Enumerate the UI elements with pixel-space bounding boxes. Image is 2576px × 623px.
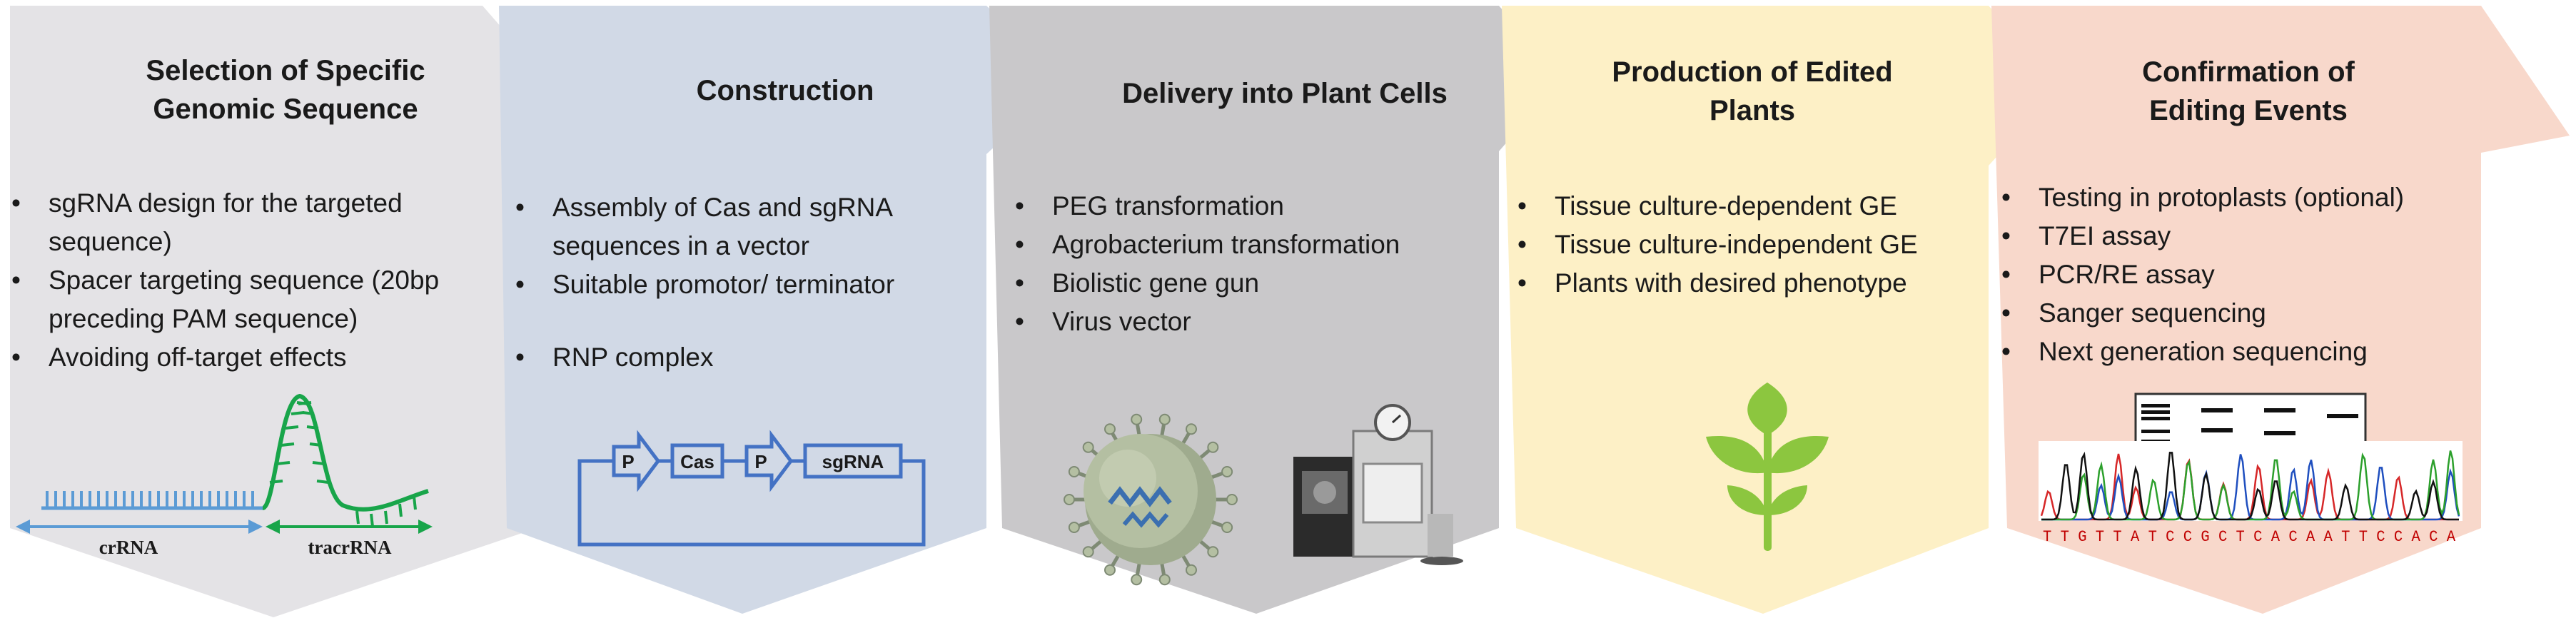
gene-gun-illustration xyxy=(1293,404,1463,565)
sequence-text: T T G T T A T C C G C T C A C A A T T C … xyxy=(2043,528,2456,546)
panel-5-title: Confirmation of Editing Events xyxy=(2142,56,2355,126)
panel-4-bullets: Tissue culture-dependent GE Tissue cultu… xyxy=(1515,187,1979,303)
cas-label: Cas xyxy=(680,451,714,472)
panel-1-bullet-2: Spacer targeting sequence (20bp precedin… xyxy=(9,261,508,338)
panel-3-title: Delivery into Plant Cells xyxy=(1122,78,1448,109)
panel-2-title: Construction xyxy=(696,75,874,106)
promoter-arrow-1 xyxy=(612,430,661,492)
vector-construct-figure xyxy=(577,430,926,547)
promoter-label-2: P xyxy=(754,451,767,472)
sgrna-label: sgRNA xyxy=(822,451,884,472)
panel-4-bullet-2: Tissue culture-independent GE xyxy=(1515,226,1979,264)
panel-2-bullet-2: Suitable promotor/ terminator xyxy=(512,265,969,304)
panel-3-bullet-3: Biolistic gene gun xyxy=(1012,264,1483,303)
crrna-label: crRNA xyxy=(99,537,158,558)
virus-illustration xyxy=(1064,413,1238,586)
sgrna-structure-figure: crRNA tracrRNA xyxy=(16,393,433,558)
panel-5-bullet-1: Testing in protoplasts (optional) xyxy=(1999,178,2484,217)
panel-5-bullets: Testing in protoplasts (optional) T7EI a… xyxy=(1999,178,2484,371)
panel-3-bullets: PEG transformation Agrobacterium transfo… xyxy=(1012,187,1483,341)
panel-4-bullet-1: Tissue culture-dependent GE xyxy=(1515,187,1979,226)
sgrna-box xyxy=(803,443,903,479)
panel-5-bullet-5: Next generation sequencing xyxy=(1999,333,2484,371)
panel-3-bullet-1: PEG transformation xyxy=(1012,187,1483,226)
plant-icon xyxy=(1706,383,1829,551)
tracrrna-label: tracrRNA xyxy=(308,537,392,558)
chevron-panel-4 xyxy=(1502,6,2062,614)
panel-2-bullets: Assembly of Cas and sgRNA sequences in a… xyxy=(512,188,969,377)
panel-1-bullet-3: Avoiding off-target effects xyxy=(9,338,508,377)
panel-5-bullet-3: PCR/RE assay xyxy=(1999,255,2484,294)
sanger-chromatogram: T T G T T A T C C G C T C A C A A T T C … xyxy=(2039,441,2463,546)
promoter-arrow-2 xyxy=(744,430,794,492)
panel-2-bullet-1: Assembly of Cas and sgRNA sequences in a… xyxy=(512,188,969,265)
panel-1-title: Selection of Specific Genomic Sequence xyxy=(146,55,425,125)
panel-2-bullet-3: RNP complex xyxy=(512,338,969,377)
panel-3-bullet-4: Virus vector xyxy=(1012,303,1483,341)
panel-1-bullets: sgRNA design for the targeted sequence) … xyxy=(9,184,508,377)
promoter-label-1: P xyxy=(622,451,634,472)
panel-4-title: Production of Edited Plants xyxy=(1612,56,1893,126)
panel-5-bullet-2: T7EI assay xyxy=(1999,217,2484,255)
panel-4-bullet-3: Plants with desired phenotype xyxy=(1515,264,1979,303)
panel-1-bullet-1: sgRNA design for the targeted sequence) xyxy=(9,184,508,261)
panel-3-bullet-2: Agrobacterium transformation xyxy=(1012,226,1483,264)
panel-5-bullet-4: Sanger sequencing xyxy=(1999,294,2484,333)
